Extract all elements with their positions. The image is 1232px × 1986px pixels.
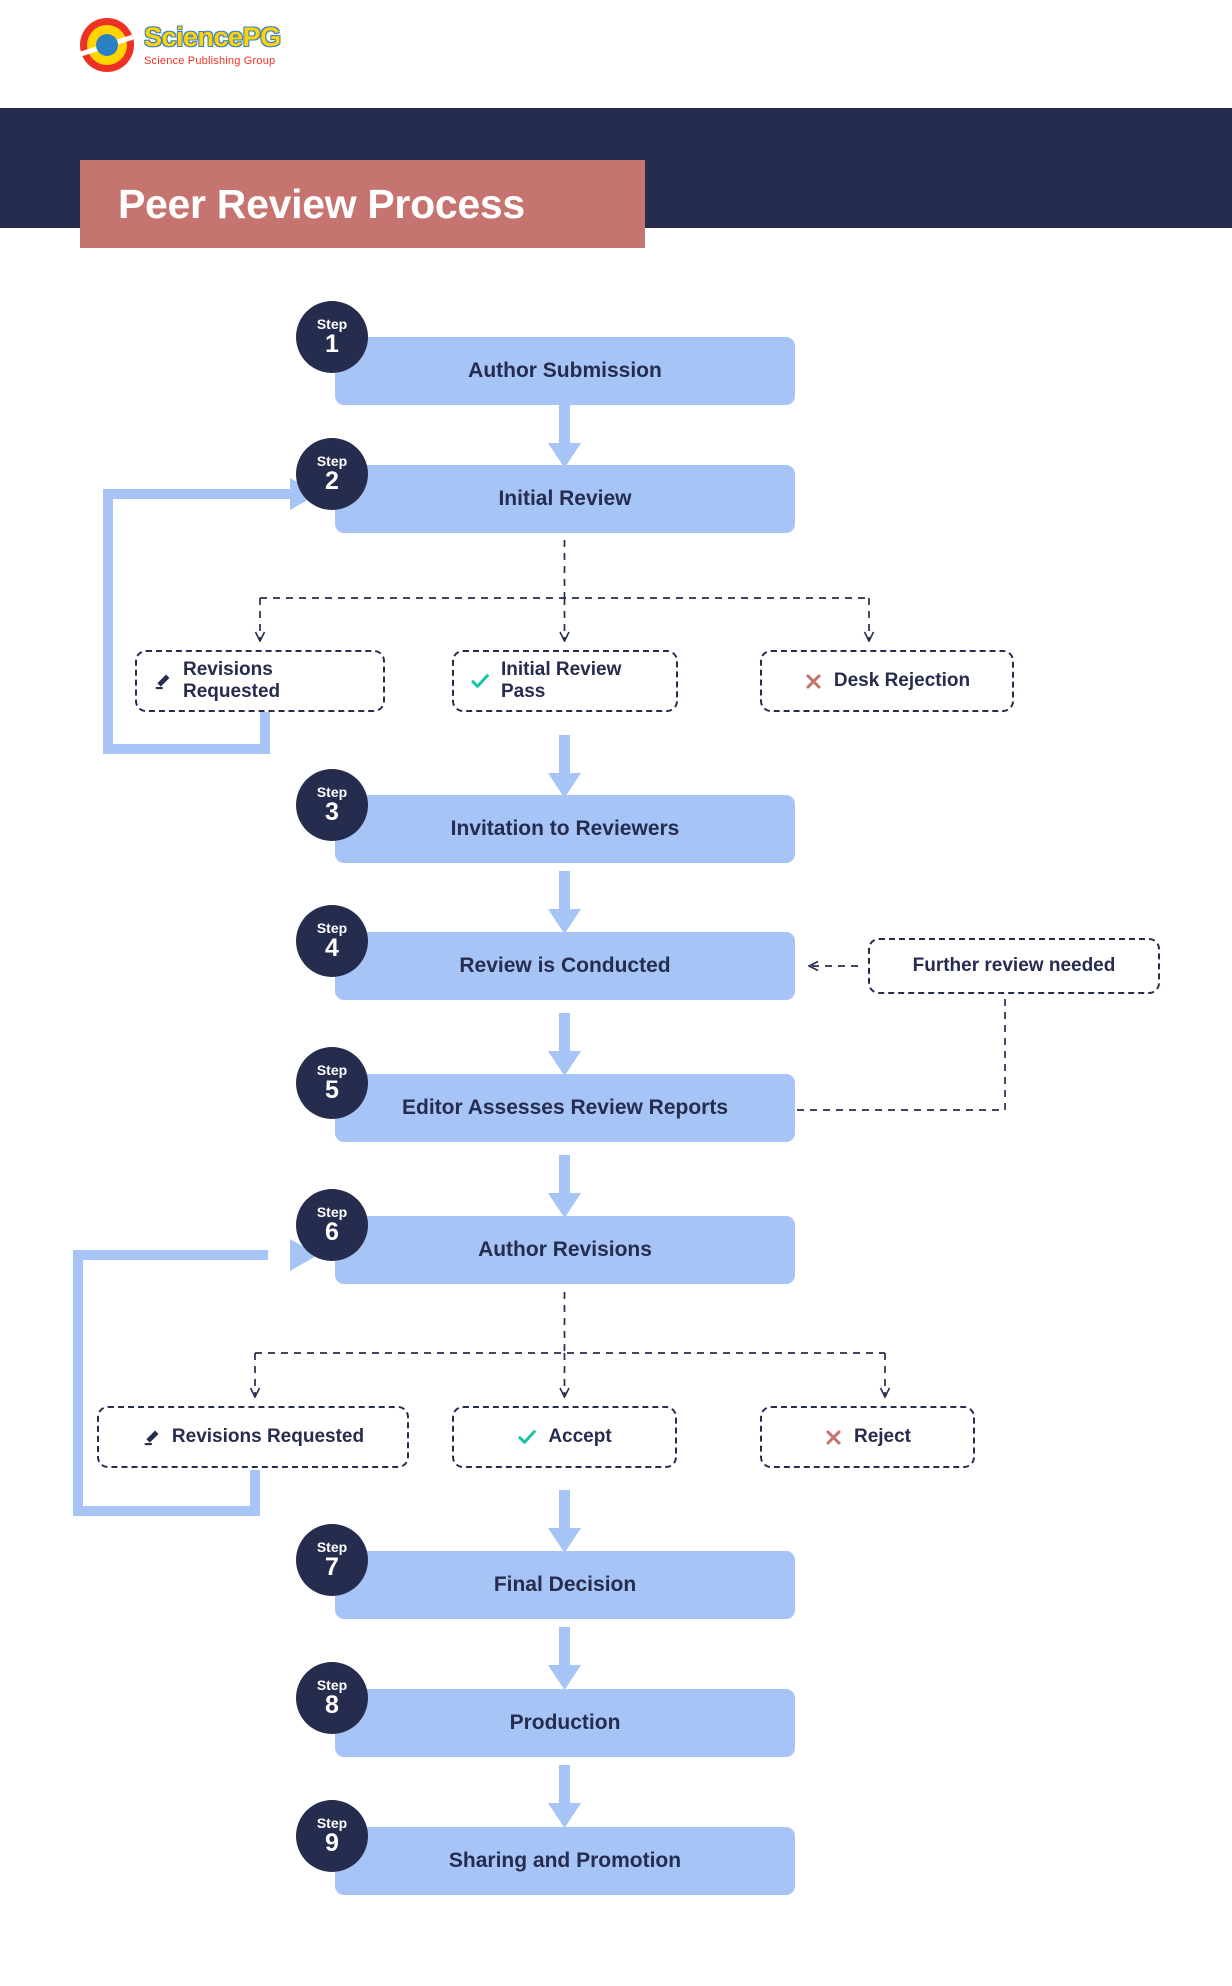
step-number-8: 8 [325, 1690, 339, 1719]
step-badge-1: Step 1 [296, 301, 368, 373]
step-box-editor-assesses-review-reports[interactable]: Editor Assesses Review Reports [335, 1074, 795, 1142]
step-badge-9: Step 9 [296, 1800, 368, 1872]
step-label-9: Sharing and Promotion [448, 1849, 682, 1872]
branch-box-reject[interactable]: Reject [760, 1406, 975, 1468]
step-badge-4: Step 4 [296, 905, 368, 977]
step-number-3: 3 [325, 797, 339, 826]
check-icon [517, 1427, 537, 1447]
step-label-6: Author Revisions [478, 1238, 652, 1261]
link-step5-to-further-review [797, 996, 1006, 1111]
pencil-icon [142, 1428, 161, 1447]
arrow-accept-step7 [548, 1490, 581, 1553]
sciencepg-circle-logo-icon [80, 18, 134, 72]
step-number-5: 5 [325, 1075, 339, 1104]
step-label-8: Production [509, 1711, 621, 1734]
loop-revisions-to-step2 [103, 478, 318, 754]
step-box-author-submission[interactable]: Author Submission [335, 337, 795, 405]
step-number-9: 9 [325, 1828, 339, 1857]
step-box-sharing-and-promotion[interactable]: Sharing and Promotion [335, 1827, 795, 1895]
title-plate: Peer Review Process [80, 160, 645, 248]
branch-box-revisions-requested-1[interactable]: Revisions Requested [135, 650, 385, 712]
step-number-1: 1 [325, 329, 339, 358]
brand-logo: SciencePG Science Publishing Group [80, 18, 281, 72]
step-box-final-decision[interactable]: Final Decision [335, 1551, 795, 1619]
logo-bar: SciencePG Science Publishing Group [0, 0, 1232, 108]
step-label-7: Final Decision [493, 1573, 637, 1596]
arrow-step1-step2 [548, 405, 581, 468]
branch-label-revisions-requested-1: Revisions Requested [183, 659, 281, 702]
branch-label-accept: Accept [548, 1426, 612, 1447]
step-word-5: Step [316, 1061, 348, 1078]
branch-box-accept[interactable]: Accept [452, 1406, 677, 1468]
branch-box-initial-review-pass[interactable]: Initial Review Pass [452, 650, 678, 712]
note-label-further-review-needed: Further review needed [912, 955, 1116, 976]
brand-tagline: Science Publishing Group [144, 54, 276, 67]
step-badge-5: Step 5 [296, 1047, 368, 1119]
step-box-author-revisions[interactable]: Author Revisions [335, 1216, 795, 1284]
arrow-step8-step9 [548, 1765, 581, 1828]
step-word-6: Step [316, 1203, 348, 1220]
branch-label-desk-rejection: Desk Rejection [833, 670, 971, 691]
step-number-7: 7 [325, 1552, 339, 1581]
arrow-step3-step4 [548, 871, 581, 934]
branch-fan-step6 [255, 1292, 885, 1396]
step-badge-6: Step 6 [296, 1189, 368, 1261]
note-box-further-review-needed[interactable]: Further review needed [868, 938, 1160, 994]
step-badge-2: Step 2 [296, 438, 368, 510]
step-label-4: Review is Conducted [459, 954, 671, 977]
step-badge-3: Step 3 [296, 769, 368, 841]
step-label-1: Author Submission [468, 359, 662, 382]
branch-fan-step2 [260, 540, 869, 640]
step-box-initial-review[interactable]: Initial Review [335, 465, 795, 533]
branch-box-revisions-requested-2[interactable]: Revisions Requested [97, 1406, 409, 1468]
branch-label-initial-review-pass: Initial Review Pass [501, 659, 622, 702]
step-label-2: Initial Review [498, 487, 632, 510]
loop-revisions-to-step6 [73, 1239, 318, 1516]
arrow-step7-step8 [548, 1627, 581, 1690]
cross-icon [804, 672, 823, 691]
brand-wordmark: SciencePG Science Publishing Group [144, 21, 281, 67]
step-word-2: Step [316, 452, 348, 469]
step-box-review-is-conducted[interactable]: Review is Conducted [335, 932, 795, 1000]
branch-label-revisions-requested-2: Revisions Requested [171, 1426, 365, 1447]
branch-label-reject: Reject [853, 1426, 912, 1447]
step-word-3: Step [316, 783, 348, 800]
step-word-9: Step [316, 1814, 348, 1831]
brand-name: SciencePG [144, 21, 281, 52]
step-word-8: Step [316, 1676, 348, 1693]
arrow-step5-step6 [548, 1155, 581, 1218]
arrow-pass-step3 [548, 735, 581, 798]
pencil-icon [153, 672, 172, 691]
step-number-4: 4 [325, 933, 339, 962]
step-label-5: Editor Assesses Review Reports [401, 1096, 729, 1119]
step-badge-7: Step 7 [296, 1524, 368, 1596]
step-number-6: 6 [325, 1217, 339, 1246]
page-title: Peer Review Process [118, 180, 525, 227]
arrow-step4-step5 [548, 1013, 581, 1076]
step-box-invitation-to-reviewers[interactable]: Invitation to Reviewers [335, 795, 795, 863]
step-badge-8: Step 8 [296, 1662, 368, 1734]
step-word-1: Step [316, 315, 348, 332]
check-icon [470, 671, 490, 691]
branch-box-desk-rejection[interactable]: Desk Rejection [760, 650, 1014, 712]
step-label-3: Invitation to Reviewers [450, 817, 680, 840]
step-box-production[interactable]: Production [335, 1689, 795, 1757]
step-word-4: Step [316, 919, 348, 936]
step-number-2: 2 [325, 466, 339, 495]
step-word-7: Step [316, 1538, 348, 1555]
cross-icon [824, 1428, 843, 1447]
